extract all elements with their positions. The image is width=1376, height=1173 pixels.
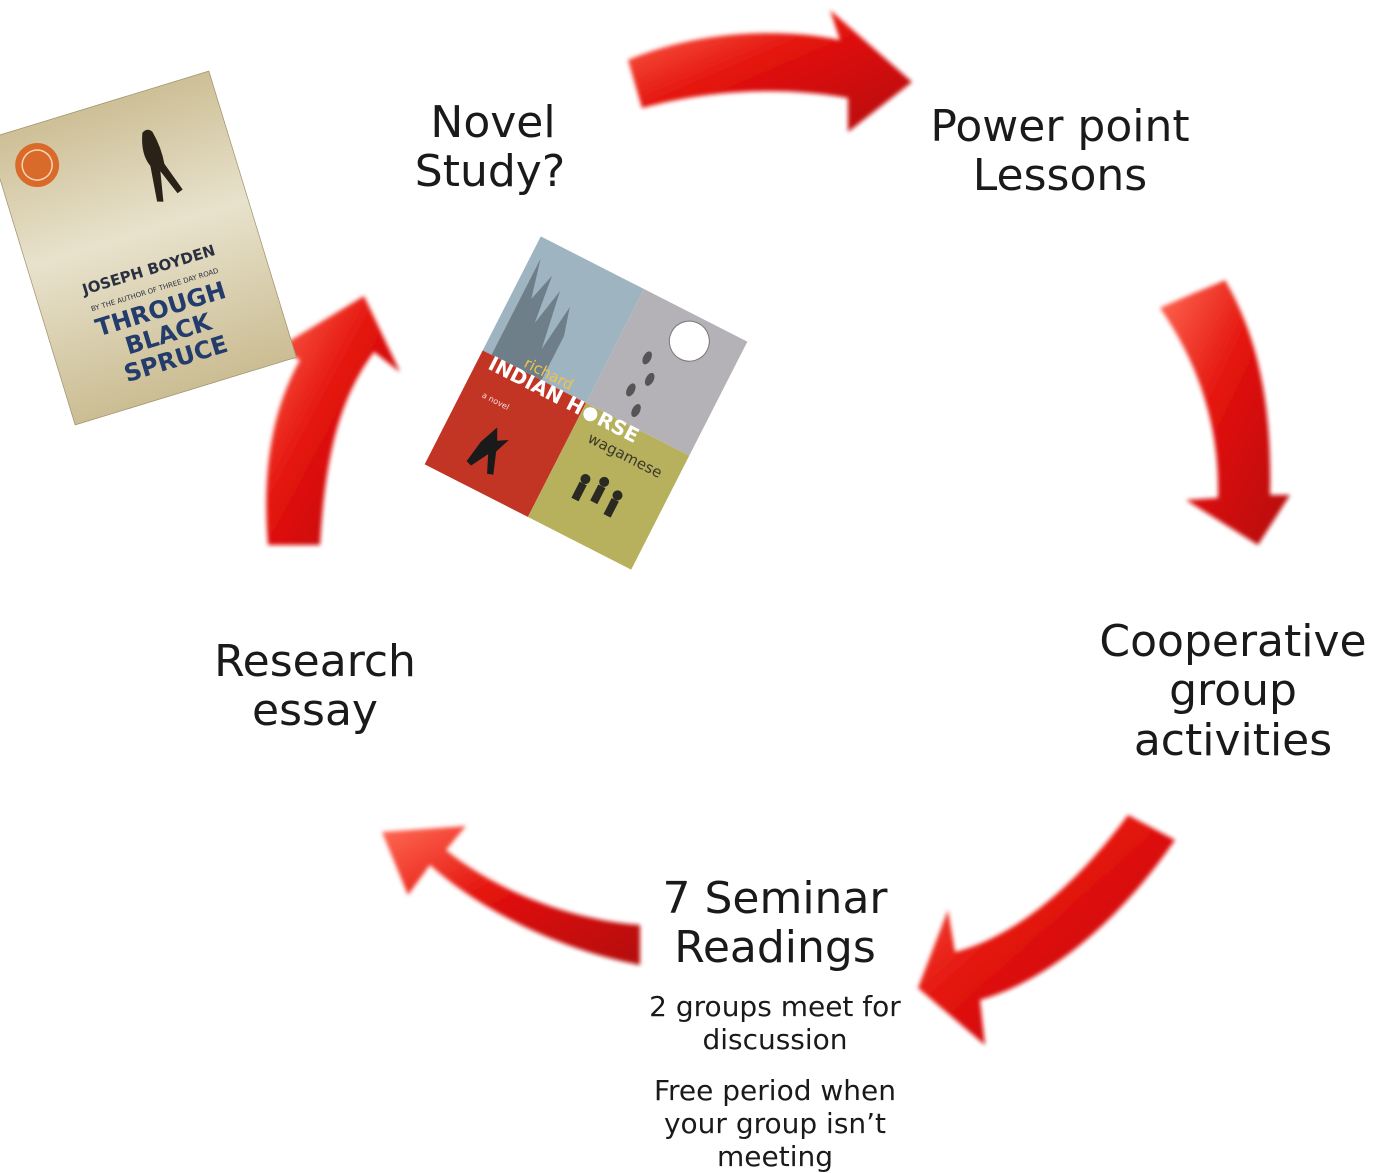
stage-seminar-line-2: Readings	[674, 922, 876, 974]
book-cover-spruce: JOSEPH BOYDEN BY THE AUTHOR OF THREE DAY…	[0, 70, 297, 426]
children-figures-icon	[571, 474, 623, 518]
stage-coop-line-2: group	[1169, 665, 1297, 717]
arrow-coop-to-seminar	[918, 815, 1175, 1045]
book-cover-indian-horse: richard INDIAN H RSE wagamese a novel	[424, 236, 748, 570]
stage-research-line-1: Research	[214, 636, 416, 687]
stage-research-essay: Research essay	[180, 637, 450, 736]
stage-coop-line-1: Cooperative	[1099, 616, 1367, 667]
stage-novel-line-1: Novel	[430, 97, 556, 148]
stage-coop-line-3: activities	[1133, 714, 1333, 766]
footprints-icon	[626, 351, 655, 418]
stage-seminar-line-1: 7 Seminar	[662, 873, 888, 924]
stage-research-line-2: essay	[252, 685, 378, 737]
stage-powerpoint-lessons: Power point Lessons	[900, 102, 1220, 201]
skater-figure-icon	[466, 427, 509, 475]
title-o-circle-icon	[583, 407, 598, 422]
stage-power-line-2: Lessons	[972, 150, 1148, 202]
seminar-note-groups: 2 groups meet for discussion	[649, 990, 901, 1057]
arrow-seminar-to-research	[382, 826, 640, 965]
arrow-power-to-coop	[1160, 280, 1290, 545]
book-indian-horse: richard INDIAN H RSE wagamese a novel	[424, 236, 748, 570]
book-through-black-spruce: JOSEPH BOYDEN BY THE AUTHOR OF THREE DAY…	[0, 70, 297, 426]
stage-cooperative-activities: Cooperative group activities	[1088, 617, 1376, 765]
canada-reads-badge-icon	[668, 320, 710, 362]
seminar-note-free-period: Free period when your group isn’t meetin…	[653, 1074, 897, 1173]
stage-power-line-1: Power point	[930, 101, 1190, 152]
walking-figure-icon	[142, 129, 183, 202]
stage-novel-line-2: Study?	[414, 146, 566, 198]
arrow-research-to-novel	[266, 296, 400, 545]
stage-novel-study: Novel Study?	[380, 98, 600, 197]
arrow-novel-to-power	[628, 10, 912, 132]
stage-seminar-readings: 7 Seminar Readings	[620, 874, 930, 973]
